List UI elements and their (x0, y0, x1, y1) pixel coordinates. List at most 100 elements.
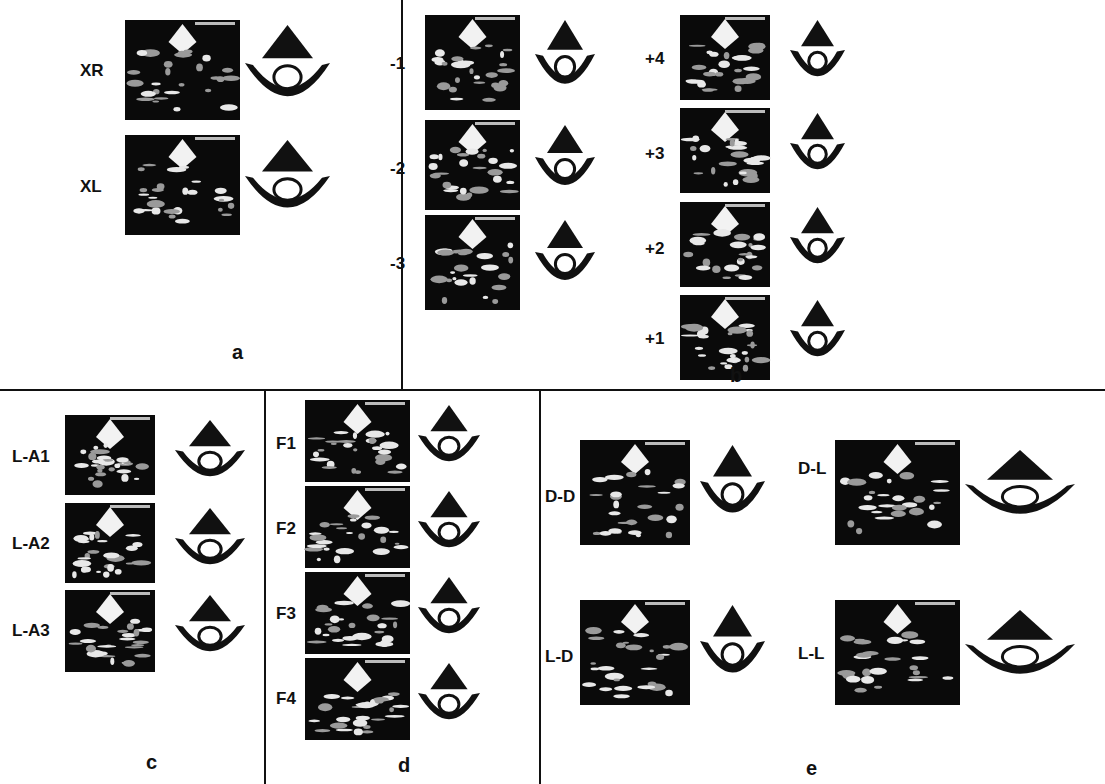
echo-image (680, 15, 770, 100)
echo-speckle (313, 548, 322, 550)
echo-speckle (929, 504, 934, 510)
echo-speckle (734, 234, 750, 241)
echo-speckle (626, 472, 636, 478)
echo-image (580, 600, 690, 705)
echo-speckle (913, 670, 920, 675)
echo-speckle (692, 135, 699, 142)
echo-speckle (854, 688, 866, 693)
view-label: +2 (645, 240, 664, 257)
echo-speckle (72, 571, 76, 578)
echo-speckle (179, 166, 189, 169)
echo-speckle (437, 250, 454, 256)
echo-image (65, 415, 155, 495)
echo-speckle (628, 530, 642, 535)
echo-speckle (469, 68, 473, 74)
echo-speckle (134, 654, 150, 658)
schematic-chamber (1002, 647, 1037, 667)
echo-image (65, 590, 155, 672)
echo-speckle (476, 253, 493, 259)
scale-mark (725, 110, 765, 113)
echo-speckle (205, 89, 211, 92)
echo-speckle (488, 158, 498, 164)
scale-mark (915, 442, 955, 445)
echo-speckle (442, 62, 448, 66)
echo-speckle (892, 505, 907, 511)
echo-speckle (856, 528, 862, 534)
echo-speckle (74, 463, 89, 468)
echo-speckle (493, 176, 502, 183)
echo-speckle (107, 564, 114, 572)
echo-speckle (133, 640, 149, 644)
transducer-sector (459, 219, 487, 249)
echo-speckle (137, 209, 155, 211)
echo-speckle (613, 501, 619, 509)
echo-speckle (125, 646, 144, 648)
echo-speckle (95, 472, 106, 476)
echo-speckle (308, 437, 325, 439)
echo-speckle (116, 457, 128, 462)
echo-speckle (378, 450, 391, 455)
schematic-chamber (809, 145, 827, 163)
transducer-sector (96, 419, 124, 449)
echo-speckle (343, 443, 352, 448)
echo-speckle (713, 229, 731, 236)
echo-speckle (315, 607, 332, 612)
echo-speckle (336, 729, 353, 731)
echo-speckle (374, 631, 384, 634)
echo-speckle (685, 79, 697, 82)
echo-speckle (469, 186, 488, 193)
echo-speckle (346, 532, 353, 534)
echo-speckle (689, 45, 706, 47)
echo-speckle (228, 203, 234, 209)
scale-mark (365, 574, 405, 577)
echo-speckle (450, 147, 461, 153)
echo-speckle (690, 146, 696, 151)
schematic-sector (713, 605, 752, 637)
echo-speckle (141, 91, 156, 97)
transducer-sector (884, 604, 912, 634)
panel-letter: a (232, 342, 243, 362)
echo-speckle (702, 88, 718, 91)
echo-speckle (719, 161, 737, 166)
echo-speckle (330, 615, 340, 623)
echo-speckle (70, 629, 81, 635)
schematic-chamber (809, 52, 827, 70)
echo-speckle (864, 495, 873, 500)
echo-speckle (317, 558, 321, 562)
echo-speckle (746, 161, 763, 165)
schematic-sector (430, 577, 467, 603)
echo-speckle (117, 630, 128, 633)
schematic-chamber (809, 239, 827, 257)
schematic-wall (700, 641, 765, 673)
view-label: XR (80, 62, 104, 79)
echo-speckle (466, 148, 479, 154)
echo-speckle (92, 460, 105, 464)
transducer-sector (621, 444, 649, 474)
echo-speckle (703, 72, 716, 77)
echo-speckle (138, 194, 149, 196)
echo-speckle (97, 626, 108, 629)
echo-speckle (163, 209, 180, 214)
echo-speckle (500, 51, 504, 58)
echo-speckle (130, 619, 140, 624)
echo-speckle (371, 718, 385, 720)
schematic-sector (547, 20, 583, 50)
echo-speckle (119, 638, 135, 641)
echo-speckle (95, 531, 100, 539)
echo-speckle (697, 330, 705, 338)
echo-speckle (613, 679, 619, 682)
echo-speckle (442, 182, 451, 189)
echo-speckle (142, 164, 156, 167)
echo-speckle (846, 676, 860, 683)
echo-speckle (681, 334, 700, 336)
echo-speckle (608, 511, 620, 515)
echo-speckle (909, 665, 918, 670)
scale-mark (915, 602, 955, 605)
echo-speckle (136, 97, 154, 101)
schematic-wall (535, 252, 595, 280)
echo-speckle (887, 637, 903, 644)
echo-speckle (450, 271, 455, 274)
echo-speckle (394, 545, 409, 549)
echo-speckle (86, 645, 96, 653)
